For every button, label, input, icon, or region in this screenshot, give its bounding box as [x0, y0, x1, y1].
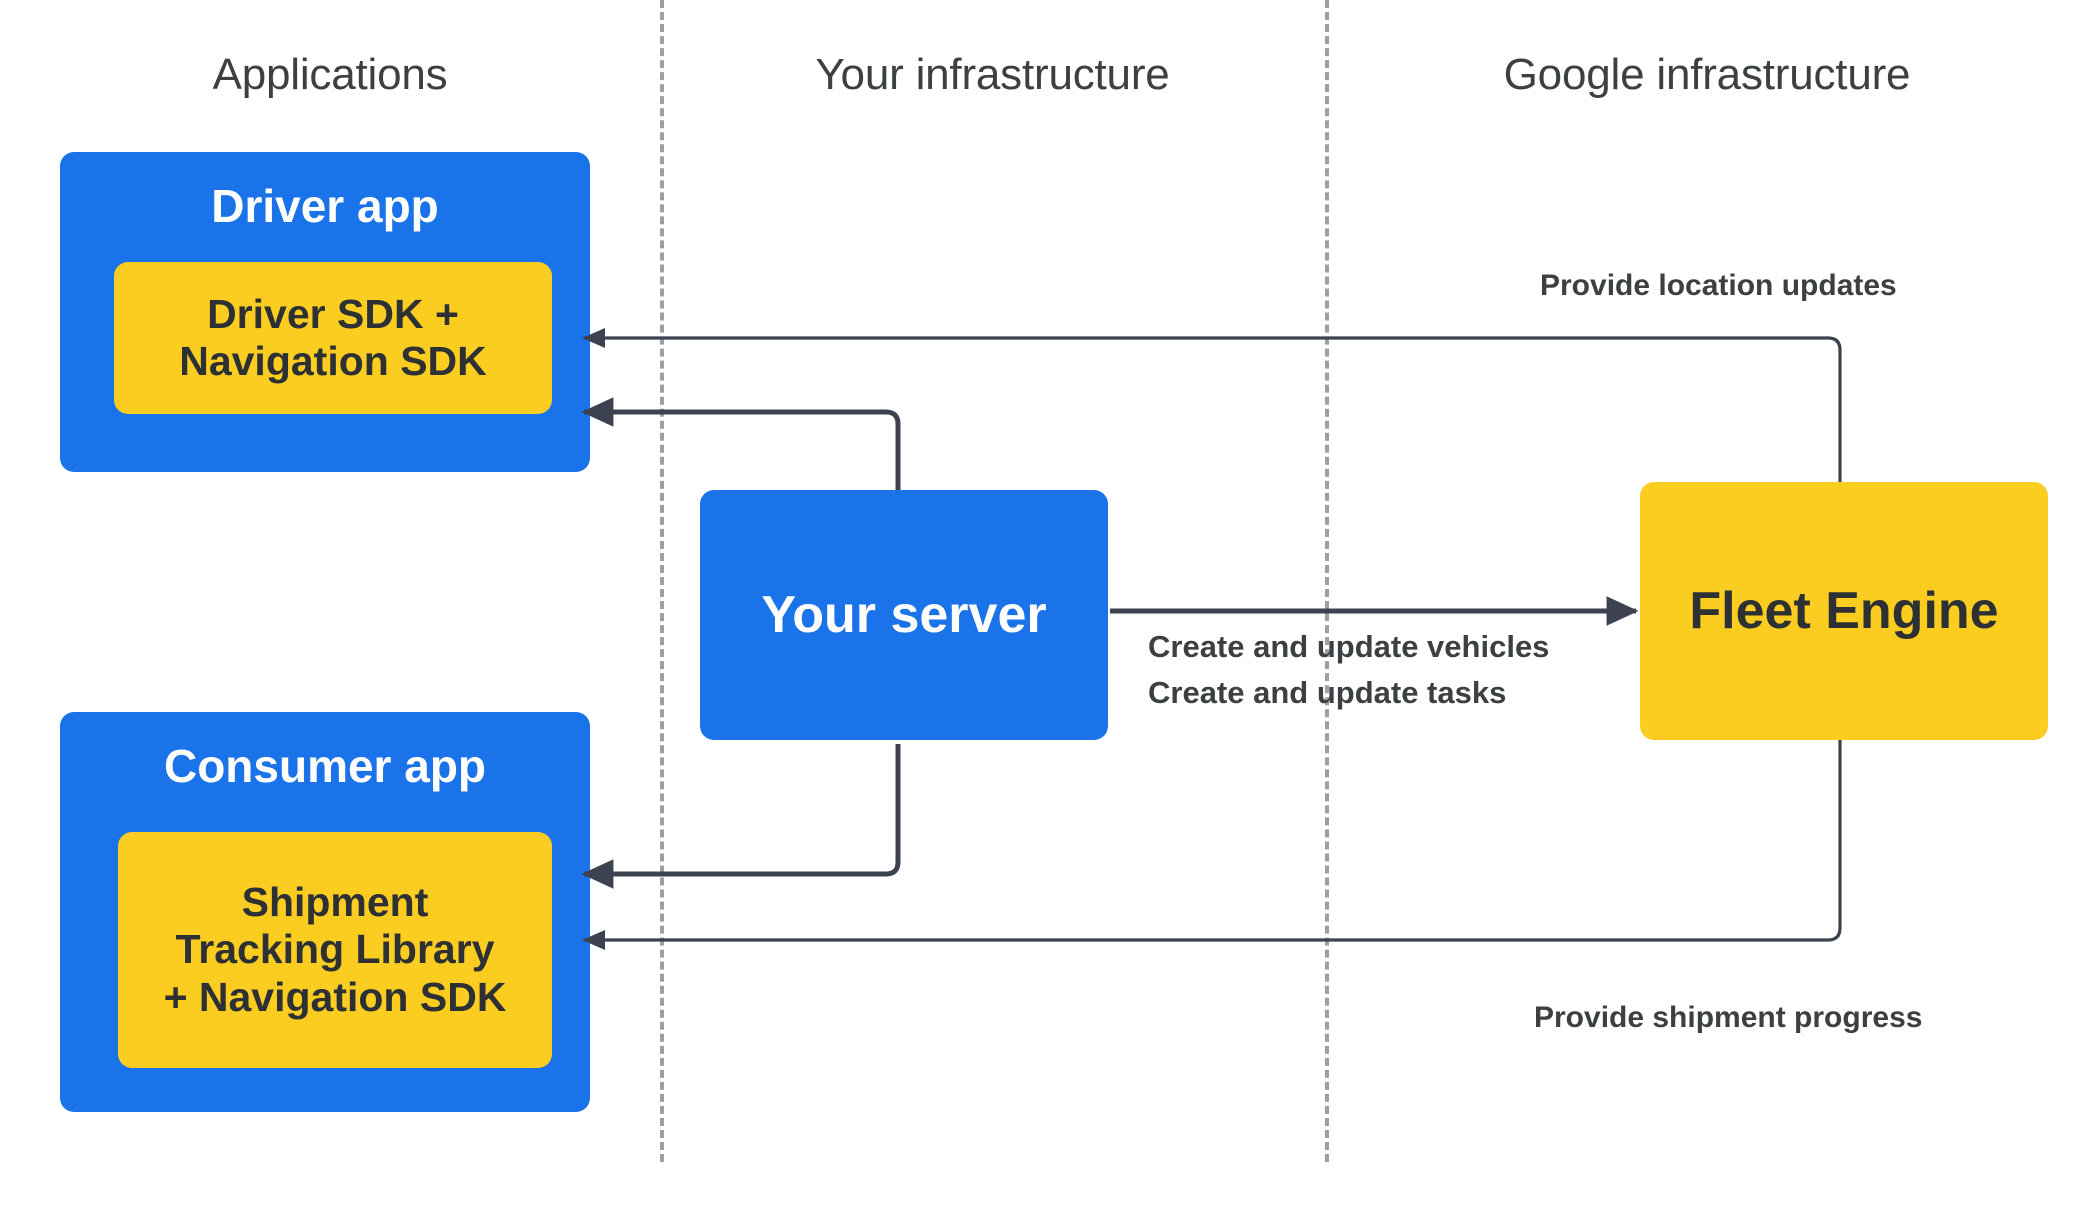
- node-fleet-engine-label: Fleet Engine: [1689, 582, 1999, 640]
- node-consumer-app-label: Consumer app: [163, 740, 487, 792]
- column-header-google-infrastructure: Google infrastructure: [1503, 50, 1911, 99]
- node-driver-app-label: Driver app: [211, 180, 439, 232]
- node-driver-app[interactable]: Driver app Driver SDK + Navigation SDK: [60, 152, 590, 472]
- node-your-server[interactable]: Your server: [700, 490, 1108, 740]
- node-shipment-tracking-library[interactable]: Shipment Tracking Library + Navigation S…: [118, 832, 552, 1068]
- edge-label-provide-location-updates: Provide location updates: [1540, 269, 1897, 302]
- wire-provide-location-updates: [582, 327, 1842, 482]
- edge-label-provide-shipment-progress: Provide shipment progress: [1534, 1001, 1923, 1034]
- node-consumer-app[interactable]: Consumer app Shipment Tracking Library +…: [60, 712, 590, 1112]
- node-fleet-engine[interactable]: Fleet Engine: [1640, 482, 2048, 740]
- column-header-your-infrastructure: Your infrastructure: [815, 50, 1170, 99]
- column-divider-left: [660, 0, 664, 1162]
- wire-server-to-consumer-app: [581, 744, 901, 889]
- node-your-server-label: Your server: [761, 586, 1047, 644]
- node-shipment-tracking-library-label: Shipment Tracking Library + Navigation S…: [163, 879, 507, 1020]
- wire-provide-shipment-progress: [582, 740, 1842, 951]
- column-divider-right: [1325, 0, 1329, 1162]
- edge-label-create-update-vehicles: Create and update vehicles: [1148, 629, 1550, 664]
- wire-server-to-driver-app: [581, 397, 901, 490]
- node-driver-sdk[interactable]: Driver SDK + Navigation SDK: [114, 262, 552, 414]
- column-header-applications: Applications: [212, 50, 448, 99]
- node-driver-sdk-label: Driver SDK + Navigation SDK: [179, 290, 487, 384]
- edge-label-create-update-tasks: Create and update tasks: [1148, 675, 1507, 710]
